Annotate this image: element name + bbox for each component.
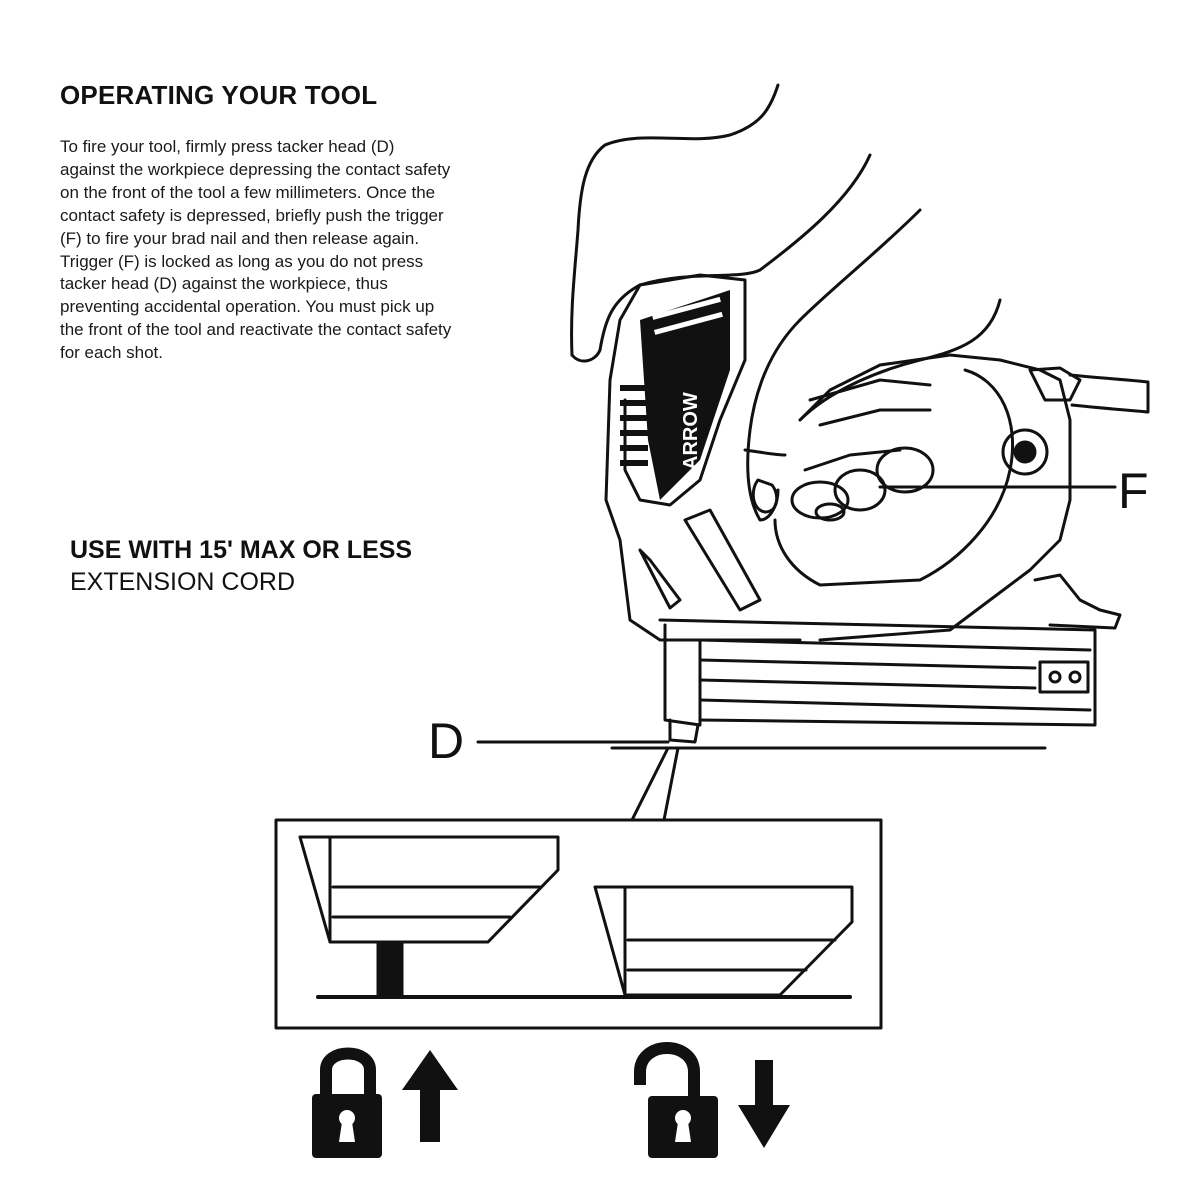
padlock-open-icon <box>634 1042 718 1158</box>
instructions-paragraph: To fire your tool, firmly press tacker h… <box>60 136 530 365</box>
instruction-line: tacker head (D) against the workpiece, t… <box>60 274 388 294</box>
brand-logo-panel: ARROW <box>620 281 730 500</box>
arrow-up-icon <box>402 1050 458 1142</box>
zoom-connector <box>630 746 670 822</box>
hand-drawing <box>570 83 1002 522</box>
extension-cord-warning: USE WITH 15' MAX OR LESS EXTENSION CORD <box>70 534 412 598</box>
tacker-head-callout-label: D <box>428 713 465 769</box>
nailer-body <box>604 273 1150 642</box>
section-heading: OPERATING YOUR TOOL <box>60 80 378 110</box>
instruction-line: against the workpiece depressing the con… <box>60 159 451 179</box>
arrow-down-icon <box>738 1060 790 1148</box>
instruction-line: preventing accidental operation. You mus… <box>60 297 435 317</box>
warning-line-bold: USE WITH 15' MAX OR LESS <box>70 536 413 564</box>
detail-locked-state <box>298 835 560 999</box>
magazine-rail <box>658 618 1097 744</box>
trigger-callout-label: F <box>1118 463 1149 519</box>
instruction-line: Trigger (F) is locked as long as you do … <box>60 251 424 271</box>
instruction-line: on the front of the tool a few millimete… <box>60 182 436 202</box>
brand-logo-text: ARROW <box>680 392 702 470</box>
detail-box <box>274 818 883 1030</box>
padlock-closed-icon <box>312 1047 382 1158</box>
instruction-line: the front of the tool and reactivate the… <box>60 320 452 340</box>
warning-line: EXTENSION CORD <box>70 568 296 596</box>
trigger-fingers <box>790 446 935 522</box>
zoom-connector <box>662 746 680 822</box>
instruction-line: contact safety is depressed, briefly pus… <box>60 205 444 225</box>
instruction-line: To fire your tool, firmly press tacker h… <box>60 137 395 156</box>
detail-unlocked-state <box>593 885 854 997</box>
instruction-line: for each shot. <box>60 343 164 363</box>
instruction-line: (F) to fire your brad nail and then rele… <box>60 228 420 248</box>
